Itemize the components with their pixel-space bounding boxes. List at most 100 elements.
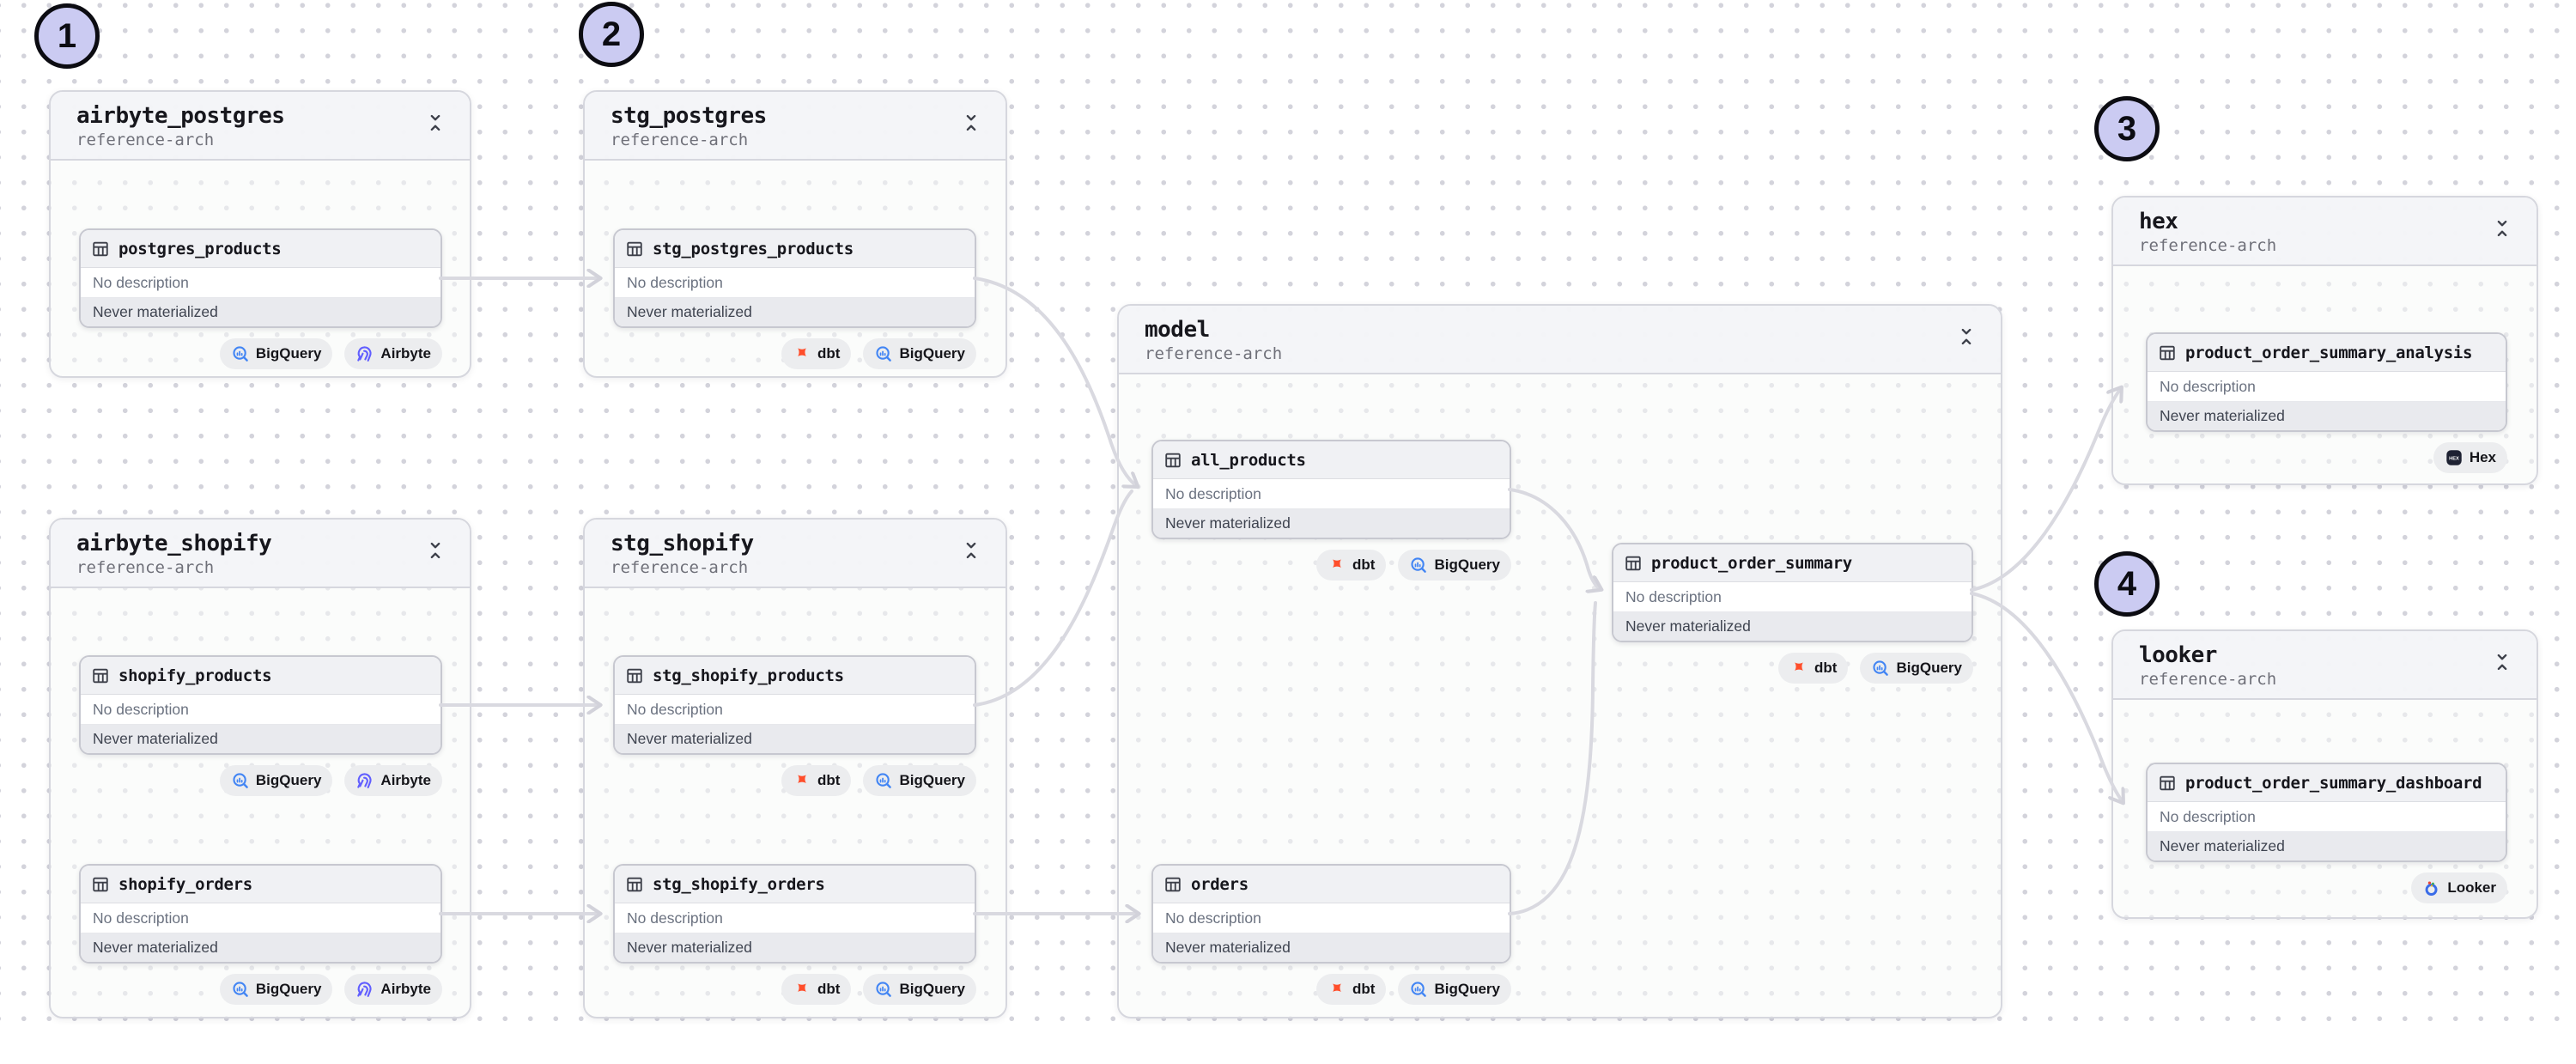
group-subtitle: reference-arch bbox=[611, 558, 749, 577]
collapse-group-button[interactable] bbox=[422, 535, 449, 566]
kind-tag-dbt[interactable]: dbt bbox=[1316, 974, 1387, 1005]
kind-tag-airbyte[interactable]: Airbyte bbox=[344, 765, 442, 796]
asset-status: Never materialized bbox=[2148, 832, 2506, 860]
canvas-bottom-margin bbox=[0, 1026, 2576, 1064]
annotation-badge-1: 1 bbox=[34, 3, 100, 69]
kind-tag-looker[interactable]: Looker bbox=[2411, 872, 2507, 903]
kind-tags: BigQuery Airbyte bbox=[79, 974, 442, 1005]
bigquery-icon bbox=[874, 980, 893, 999]
collapse-group-button[interactable] bbox=[422, 107, 449, 138]
kind-tag-bigquery[interactable]: BigQuery bbox=[219, 765, 333, 796]
asset-group-model[interactable]: model reference-arch all_products No des… bbox=[1117, 304, 2002, 1018]
kind-tag-airbyte[interactable]: Airbyte bbox=[344, 974, 442, 1005]
table-icon bbox=[625, 875, 644, 894]
kind-tag-bigquery[interactable]: BigQuery bbox=[1398, 974, 1511, 1005]
collapse-vertical-icon bbox=[2494, 220, 2511, 241]
collapse-group-button[interactable] bbox=[957, 107, 985, 138]
asset-node[interactable]: all_products No description Never materi… bbox=[1151, 440, 1511, 539]
asset-status: Never materialized bbox=[1153, 933, 1510, 962]
asset-node[interactable]: stg_shopify_orders No description Never … bbox=[613, 864, 976, 964]
group-title: stg_postgres bbox=[611, 103, 767, 129]
asset-group-airbyte-shopify[interactable]: airbyte_shopify reference-arch shopify_p… bbox=[49, 518, 471, 1018]
table-icon bbox=[91, 875, 110, 894]
kind-tag-dbt[interactable]: dbt bbox=[781, 338, 852, 369]
airbyte-icon bbox=[355, 980, 374, 999]
table-icon bbox=[91, 666, 110, 685]
asset-description: No description bbox=[615, 695, 975, 725]
looker-icon bbox=[2422, 879, 2441, 897]
asset-name: product_order_summary_dashboard bbox=[2185, 773, 2482, 793]
kind-tags: dbt BigQuery bbox=[1151, 974, 1511, 1005]
dbt-icon bbox=[793, 980, 811, 999]
kind-tag-airbyte[interactable]: Airbyte bbox=[344, 338, 442, 369]
asset-description: No description bbox=[2148, 802, 2506, 832]
kind-tag-dbt[interactable]: dbt bbox=[1778, 653, 1849, 684]
asset-name: shopify_products bbox=[118, 666, 272, 685]
kind-tag-bigquery[interactable]: BigQuery bbox=[863, 765, 976, 796]
group-header: looker reference-arch bbox=[2113, 631, 2537, 700]
group-title: model bbox=[1145, 317, 1210, 343]
collapse-group-button[interactable] bbox=[2488, 213, 2516, 244]
collapse-vertical-icon bbox=[1958, 328, 1975, 350]
group-body: stg_postgres_products No description Nev… bbox=[585, 161, 1005, 376]
kind-tags: dbt BigQuery bbox=[613, 338, 976, 369]
group-body: all_products No description Never materi… bbox=[1119, 374, 2001, 1017]
asset-group-looker[interactable]: looker reference-arch product_order_summ… bbox=[2111, 629, 2538, 919]
kind-tag-bigquery[interactable]: BigQuery bbox=[219, 974, 333, 1005]
asset-name: stg_postgres_products bbox=[653, 239, 854, 258]
kind-tag-dbt[interactable]: dbt bbox=[781, 765, 852, 796]
collapse-vertical-icon bbox=[963, 114, 980, 136]
group-header: model reference-arch bbox=[1119, 306, 2001, 374]
collapse-group-button[interactable] bbox=[957, 535, 985, 566]
asset-name: shopify_orders bbox=[118, 874, 252, 894]
annotation-badge-2: 2 bbox=[579, 2, 644, 67]
group-body: product_order_summary_dashboard No descr… bbox=[2113, 700, 2537, 917]
kind-tags: dbt BigQuery bbox=[613, 974, 976, 1005]
table-icon bbox=[1163, 875, 1182, 894]
asset-status: Never materialized bbox=[2148, 402, 2506, 430]
table-icon bbox=[625, 240, 644, 258]
kind-tags: Looker bbox=[2146, 872, 2507, 903]
group-subtitle: reference-arch bbox=[76, 558, 215, 577]
asset-name: product_order_summary bbox=[1651, 553, 1852, 573]
group-title: stg_shopify bbox=[611, 531, 754, 556]
collapse-group-button[interactable] bbox=[1953, 321, 1980, 352]
kind-tag-bigquery[interactable]: BigQuery bbox=[1398, 550, 1511, 581]
asset-node[interactable]: product_order_summary No description Nev… bbox=[1612, 543, 1973, 642]
table-icon bbox=[2158, 344, 2177, 362]
kind-tag-bigquery[interactable]: BigQuery bbox=[863, 338, 976, 369]
asset-group-stg-postgres[interactable]: stg_postgres reference-arch stg_postgres… bbox=[583, 90, 1007, 378]
kind-tags: dbt BigQuery bbox=[613, 765, 976, 796]
asset-group-hex[interactable]: hex reference-arch product_order_summary… bbox=[2111, 196, 2538, 485]
kind-tag-dbt[interactable]: dbt bbox=[1316, 550, 1387, 581]
asset-node[interactable]: shopify_products No description Never ma… bbox=[79, 655, 442, 755]
asset-description: No description bbox=[81, 268, 440, 298]
group-subtitle: reference-arch bbox=[76, 131, 215, 149]
asset-group-airbyte-postgres[interactable]: airbyte_postgres reference-arch postgres… bbox=[49, 90, 471, 378]
collapse-group-button[interactable] bbox=[2488, 647, 2516, 678]
asset-name: postgres_products bbox=[118, 239, 282, 258]
kind-tag-bigquery[interactable]: BigQuery bbox=[1860, 653, 1973, 684]
asset-node[interactable]: product_order_summary_analysis No descri… bbox=[2146, 332, 2507, 432]
asset-status: Never materialized bbox=[615, 725, 975, 753]
kind-tags: BigQuery Airbyte bbox=[79, 765, 442, 796]
kind-tag-bigquery[interactable]: BigQuery bbox=[219, 338, 333, 369]
asset-node[interactable]: shopify_orders No description Never mate… bbox=[79, 864, 442, 964]
asset-node[interactable]: stg_shopify_products No description Neve… bbox=[613, 655, 976, 755]
asset-node[interactable]: orders No description Never materialized bbox=[1151, 864, 1511, 964]
asset-group-stg-shopify[interactable]: stg_shopify reference-arch stg_shopify_p… bbox=[583, 518, 1007, 1018]
asset-node[interactable]: product_order_summary_dashboard No descr… bbox=[2146, 763, 2507, 862]
asset-node[interactable]: stg_postgres_products No description Nev… bbox=[613, 228, 976, 328]
kind-tag-bigquery[interactable]: BigQuery bbox=[863, 974, 976, 1005]
asset-description: No description bbox=[1153, 479, 1510, 509]
dbt-icon bbox=[1789, 659, 1808, 678]
kind-tag-dbt[interactable]: dbt bbox=[781, 974, 852, 1005]
asset-name: all_products bbox=[1191, 450, 1306, 470]
table-icon bbox=[2158, 774, 2177, 793]
kind-tags: BigQuery Airbyte bbox=[79, 338, 442, 369]
asset-node[interactable]: postgres_products No description Never m… bbox=[79, 228, 442, 328]
group-subtitle: reference-arch bbox=[1145, 344, 1283, 363]
asset-description: No description bbox=[1153, 903, 1510, 933]
